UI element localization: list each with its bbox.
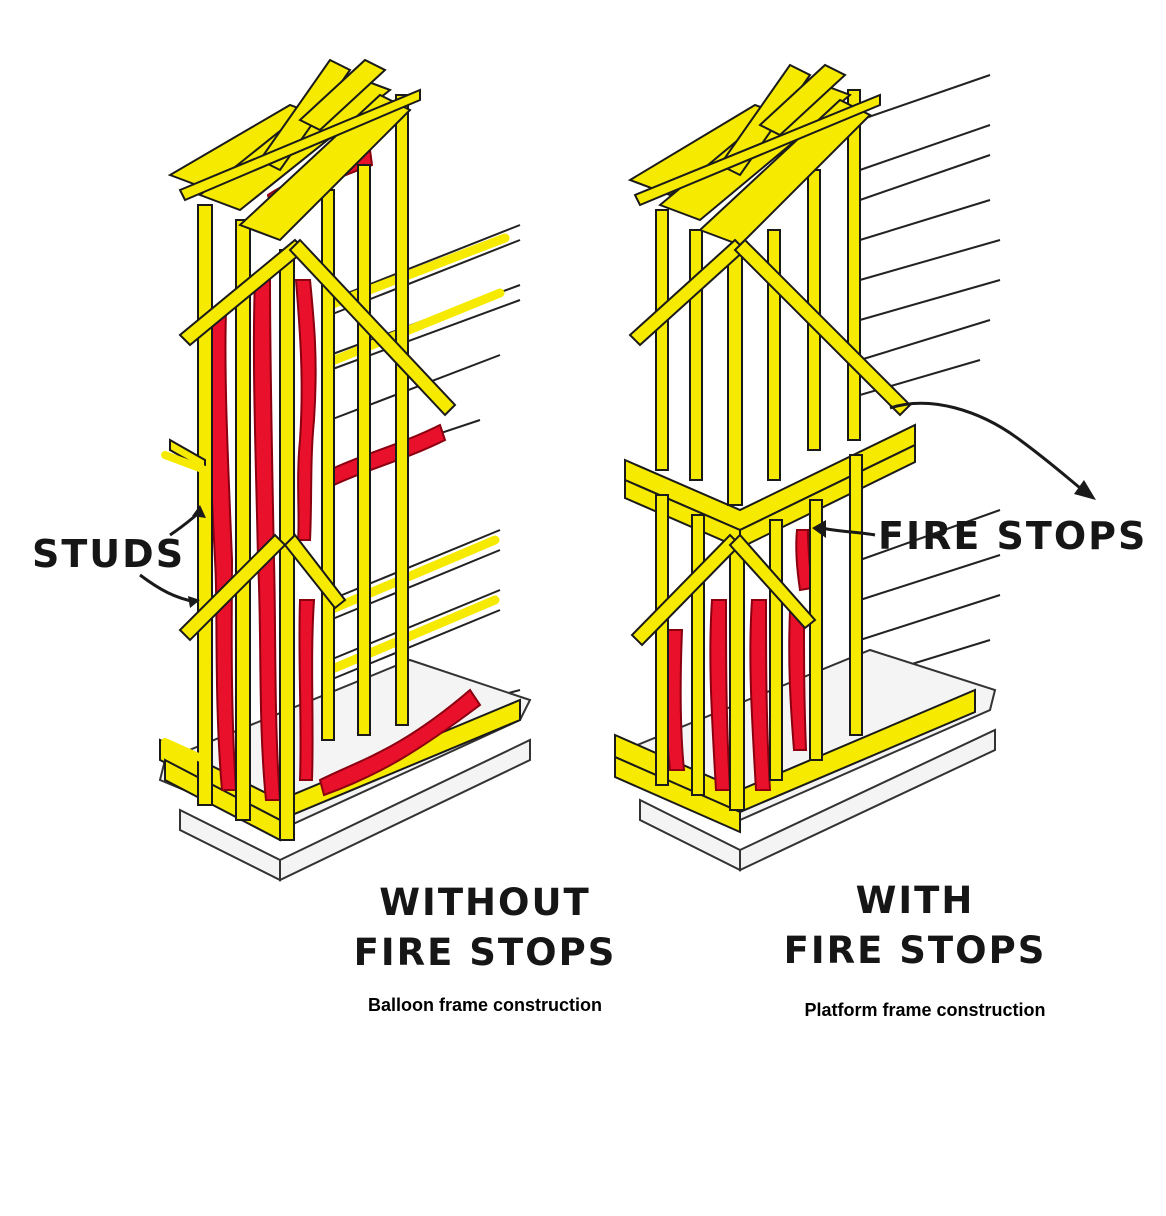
left-heading-line2: FIRE STOPS xyxy=(353,931,617,974)
right-panel-caption: Platform frame construction xyxy=(804,1000,1046,1020)
fire-stops-label: FIRE STOPS xyxy=(878,514,1148,558)
right-heading-line2: FIRE STOPS xyxy=(783,929,1047,972)
right-heading-line1: WITH xyxy=(855,879,975,922)
fire-stops-arrows xyxy=(821,401,1086,537)
studs-label: STUDS xyxy=(32,532,186,576)
balloon-frame-drawing xyxy=(158,58,532,882)
right-panel-heading: WITH FIRE STOPS xyxy=(770,876,1060,976)
platform-frame-drawing xyxy=(614,63,1001,872)
left-heading-line1: WITHOUT xyxy=(379,881,591,924)
left-panel-heading: WITHOUT FIRE STOPS xyxy=(340,878,630,978)
left-panel-caption: Balloon frame construction xyxy=(367,995,603,1015)
